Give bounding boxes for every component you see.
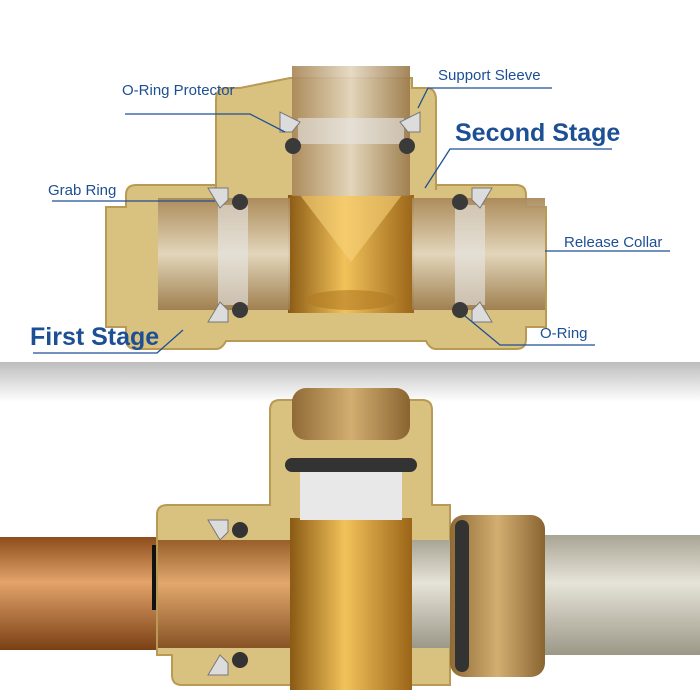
top-release-collar <box>292 388 410 440</box>
label-o-ring: O-Ring <box>540 325 588 342</box>
pex-pipe-inserted <box>412 540 452 648</box>
copper-pipe-inserted <box>158 540 290 648</box>
label-release-collar: Release Collar <box>564 234 662 251</box>
o-ring-icon <box>232 302 248 318</box>
right-o-ring <box>455 520 469 672</box>
top-sleeve <box>300 470 402 520</box>
top-grab-ring-band <box>298 118 404 144</box>
o-ring-icon <box>452 302 468 318</box>
o-ring-icon <box>285 138 301 154</box>
label-o-ring-protector: O-Ring Protector <box>122 82 235 99</box>
label-first-stage: First Stage <box>30 323 159 351</box>
o-ring-icon <box>452 194 468 210</box>
brass-body <box>290 518 412 690</box>
left-grab-ring-band <box>218 205 248 305</box>
leader-second-stage <box>424 148 612 189</box>
leader-first-stage <box>33 329 184 354</box>
right-release-collar <box>450 515 545 677</box>
leader-o-ring-protector <box>125 113 286 133</box>
brass-branch-cone <box>300 195 402 262</box>
assembled-tee <box>0 388 700 690</box>
left-o-rings <box>232 522 248 668</box>
o-rings <box>232 138 468 318</box>
o-ring-icon <box>232 194 248 210</box>
label-second-stage: Second Stage <box>455 119 620 147</box>
o-ring-icon <box>399 138 415 154</box>
leader-o-ring <box>464 315 595 346</box>
brass-bottom <box>306 290 396 310</box>
depth-mark <box>152 545 157 610</box>
label-support-sleeve: Support Sleeve <box>438 67 541 84</box>
right-grab-ring-band <box>455 205 485 305</box>
callouts: O-Ring Protector Support Sleeve Second S… <box>30 67 670 354</box>
leader-support-sleeve <box>417 87 552 109</box>
top-o-ring <box>285 458 417 472</box>
grab-rings <box>207 519 229 676</box>
grab-rings <box>207 111 493 323</box>
cutaway-tee <box>105 66 547 350</box>
label-grab-ring: Grab Ring <box>48 182 116 199</box>
